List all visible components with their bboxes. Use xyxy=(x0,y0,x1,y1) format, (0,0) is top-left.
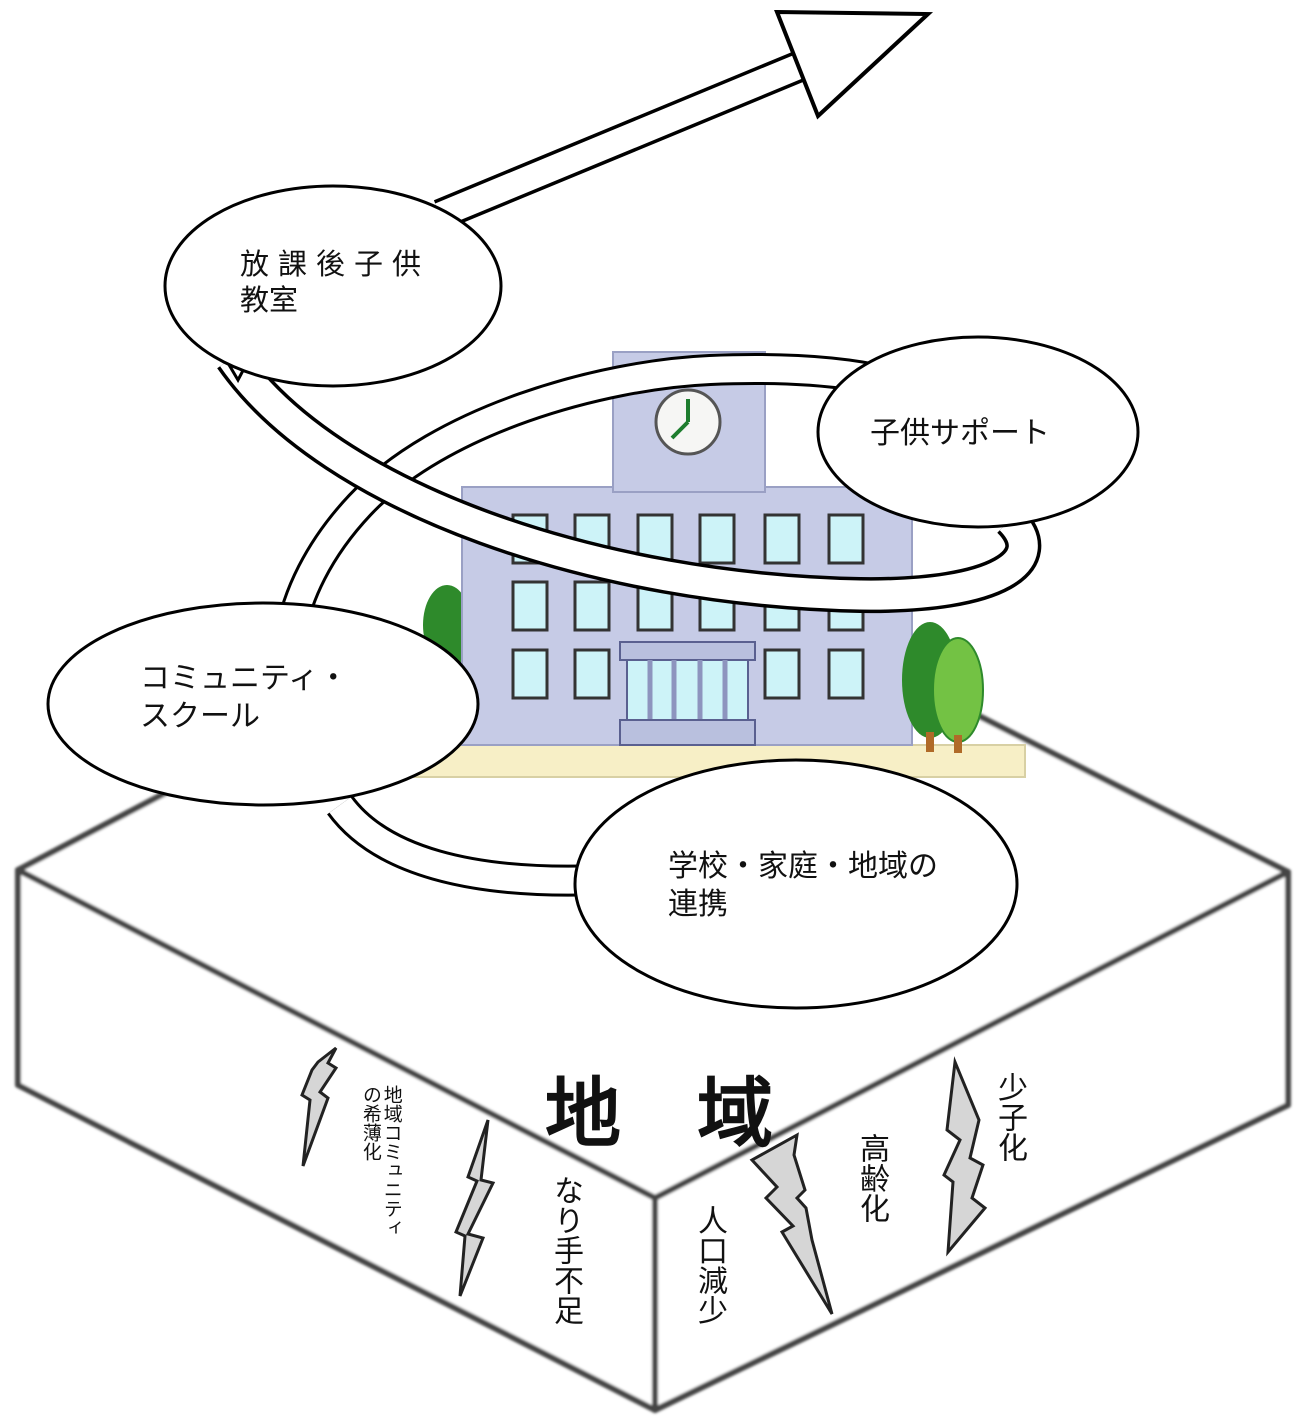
community-school-line1: コミュニティ・ xyxy=(140,661,349,696)
partnership-line1: 学校・家庭・地域の xyxy=(668,849,938,884)
after-school-line1: 放課後子供 xyxy=(240,247,431,281)
after-school-line2: 教室 xyxy=(240,283,299,318)
arrow-head xyxy=(774,9,934,120)
bubble-after-school-shape xyxy=(163,184,503,388)
region-title: 地 域 xyxy=(545,1069,773,1158)
tree-right xyxy=(902,622,984,753)
bolt-population xyxy=(749,1132,834,1315)
issue-low-birthrate: 少子化 xyxy=(992,1072,1027,1162)
bubble-community-school: コミュニティ・ スクール xyxy=(140,660,348,735)
school-window xyxy=(763,513,801,565)
issue-population-decline: 人口減少 xyxy=(692,1205,727,1325)
school-window xyxy=(827,648,865,700)
bubble-child-support: 子供サポート xyxy=(870,415,1050,453)
bubble-child-support-shape xyxy=(816,335,1140,529)
school-window xyxy=(763,648,801,700)
bolt-shortage xyxy=(454,1119,496,1297)
bolt-community-weakening xyxy=(300,1046,339,1167)
bubble-after-school: 放課後子供 教室 xyxy=(240,246,430,319)
partnership-line2: 連携 xyxy=(668,886,728,922)
child-support-label: 子供サポート xyxy=(870,416,1050,451)
school-window xyxy=(573,648,611,700)
school-window xyxy=(827,513,865,565)
bubble-partnership-shape xyxy=(573,758,1019,1010)
bubble-community-school-shape xyxy=(46,601,480,807)
bolt-low-birthrate xyxy=(942,1056,988,1257)
school-window xyxy=(698,513,736,565)
community-weakening-line2: の希薄化 xyxy=(359,1085,382,1161)
issue-community-weakening: 地域コミュニティ の希薄化 xyxy=(359,1085,403,1275)
community-school-line2: スクール xyxy=(140,698,260,734)
issue-shortage: なり手不足 xyxy=(548,1175,583,1325)
growth-arrow xyxy=(208,9,1042,614)
bubble-partnership: 学校・家庭・地域の 連携 xyxy=(668,848,938,923)
entrance xyxy=(619,641,756,746)
community-weakening-line1: 地域コミュニティ xyxy=(380,1085,403,1237)
issue-aging: 高齢化 xyxy=(854,1133,889,1223)
lightning-bolts xyxy=(300,1046,988,1315)
school-window xyxy=(511,648,549,700)
school-window xyxy=(573,580,611,632)
school-window xyxy=(511,580,549,632)
